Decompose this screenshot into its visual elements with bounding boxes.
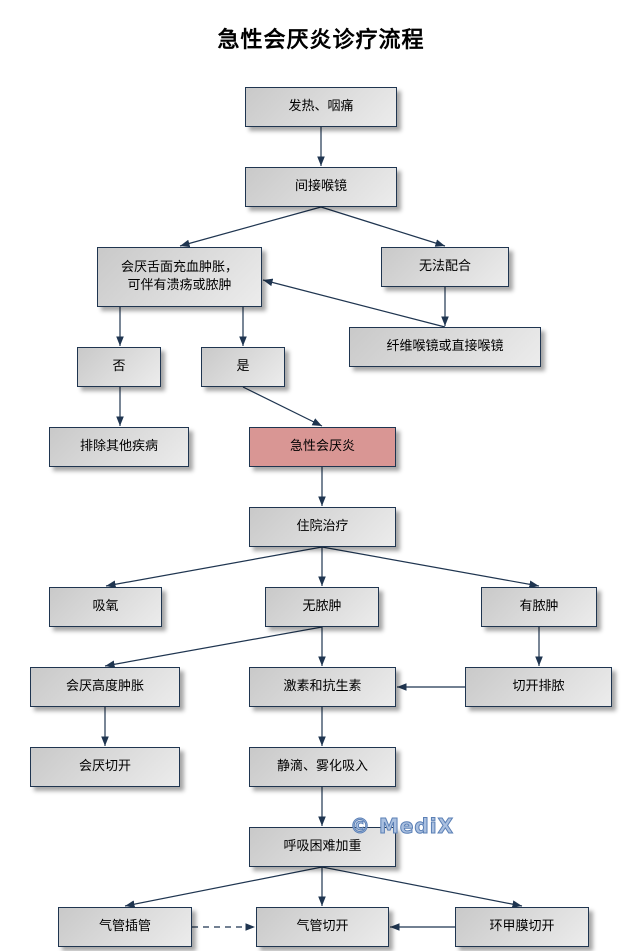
edge-fiberscope-findings bbox=[262, 278, 446, 328]
node-label: 会厌高度肿胀 bbox=[65, 679, 144, 694]
node-label: 间接喉镜 bbox=[294, 179, 347, 194]
node-hospitalize: 住院治疗 bbox=[249, 507, 396, 547]
node-label: 否 bbox=[112, 359, 126, 374]
page-title: 急性会厌炎诊疗流程 bbox=[217, 28, 425, 53]
node-label: 会厌舌面充血肿胀， bbox=[120, 260, 238, 275]
node-label: 气管切开 bbox=[296, 919, 349, 934]
node-label: 环甲膜切开 bbox=[489, 919, 555, 934]
node-label: 切开排脓 bbox=[512, 679, 565, 694]
node-incision-drainage: 切开排脓 bbox=[465, 667, 612, 707]
node-dyspnea-worse: 呼吸困难加重 bbox=[249, 827, 396, 867]
node-label: 可伴有溃疡或脓肿 bbox=[127, 278, 232, 293]
node-severe-swelling: 会厌高度肿胀 bbox=[30, 667, 180, 707]
node-tracheotomy: 气管切开 bbox=[256, 907, 389, 947]
node-label: 发热、咽痛 bbox=[288, 99, 354, 114]
node-yes: 是 bbox=[201, 347, 285, 387]
node-label: 静滴、雾化吸入 bbox=[276, 759, 368, 774]
edge-yes-diagnosis bbox=[242, 386, 323, 427]
node-no-abscess: 无脓肿 bbox=[265, 587, 379, 627]
node-no: 否 bbox=[77, 347, 161, 387]
node-label: 气管插管 bbox=[98, 919, 151, 934]
node-laryngoscope: 间接喉镜 bbox=[245, 167, 397, 207]
node-cricothyrotomy: 环甲膜切开 bbox=[455, 907, 589, 947]
node-label: 排除其他疾病 bbox=[79, 439, 158, 454]
node-fiber-scope: 纤维喉镜或直接喉镜 bbox=[349, 327, 541, 367]
node-diagnosis: 急性会厌炎 bbox=[249, 427, 396, 467]
node-label: 有脓肿 bbox=[519, 599, 559, 614]
node-label: 无法配合 bbox=[418, 259, 471, 274]
node-findings: 会厌舌面充血肿胀， 可伴有溃疡或脓肿 bbox=[97, 247, 262, 307]
edge-dyspnea-intubation bbox=[124, 866, 323, 908]
node-label: 住院治疗 bbox=[296, 519, 349, 534]
edge-laryngoscope-findings bbox=[179, 206, 322, 248]
edge-noabscess-swelling bbox=[104, 626, 323, 669]
node-label: 急性会厌炎 bbox=[289, 439, 355, 454]
node-intubation: 气管插管 bbox=[58, 907, 192, 947]
node-steroids-antibiotics: 激素和抗生素 bbox=[249, 667, 396, 707]
node-fever: 发热、咽痛 bbox=[245, 87, 397, 127]
watermark-logo: © MediX bbox=[349, 814, 455, 839]
node-label: 呼吸困难加重 bbox=[283, 839, 362, 854]
edge-laryngoscope-uncooperative bbox=[320, 206, 446, 247]
edge-hospitalize-abscess bbox=[321, 546, 540, 589]
node-label: 是 bbox=[236, 359, 250, 374]
node-oxygen: 吸氧 bbox=[49, 587, 162, 627]
node-label: 激素和抗生素 bbox=[283, 679, 362, 694]
node-iv-nebulization: 静滴、雾化吸入 bbox=[249, 747, 396, 787]
node-label: 吸氧 bbox=[92, 599, 119, 614]
node-label: 会厌切开 bbox=[78, 759, 131, 774]
node-epiglottis-incision: 会厌切开 bbox=[30, 747, 180, 787]
node-label: 无脓肿 bbox=[302, 599, 342, 614]
node-uncooperative: 无法配合 bbox=[381, 247, 509, 287]
edge-dyspnea-cricothyrotomy bbox=[321, 866, 523, 908]
edge-hospitalize-oxygen bbox=[105, 546, 323, 589]
node-exclude: 排除其他疾病 bbox=[49, 427, 189, 467]
node-abscess: 有脓肿 bbox=[481, 587, 597, 627]
node-label: 纤维喉镜或直接喉镜 bbox=[386, 339, 504, 354]
